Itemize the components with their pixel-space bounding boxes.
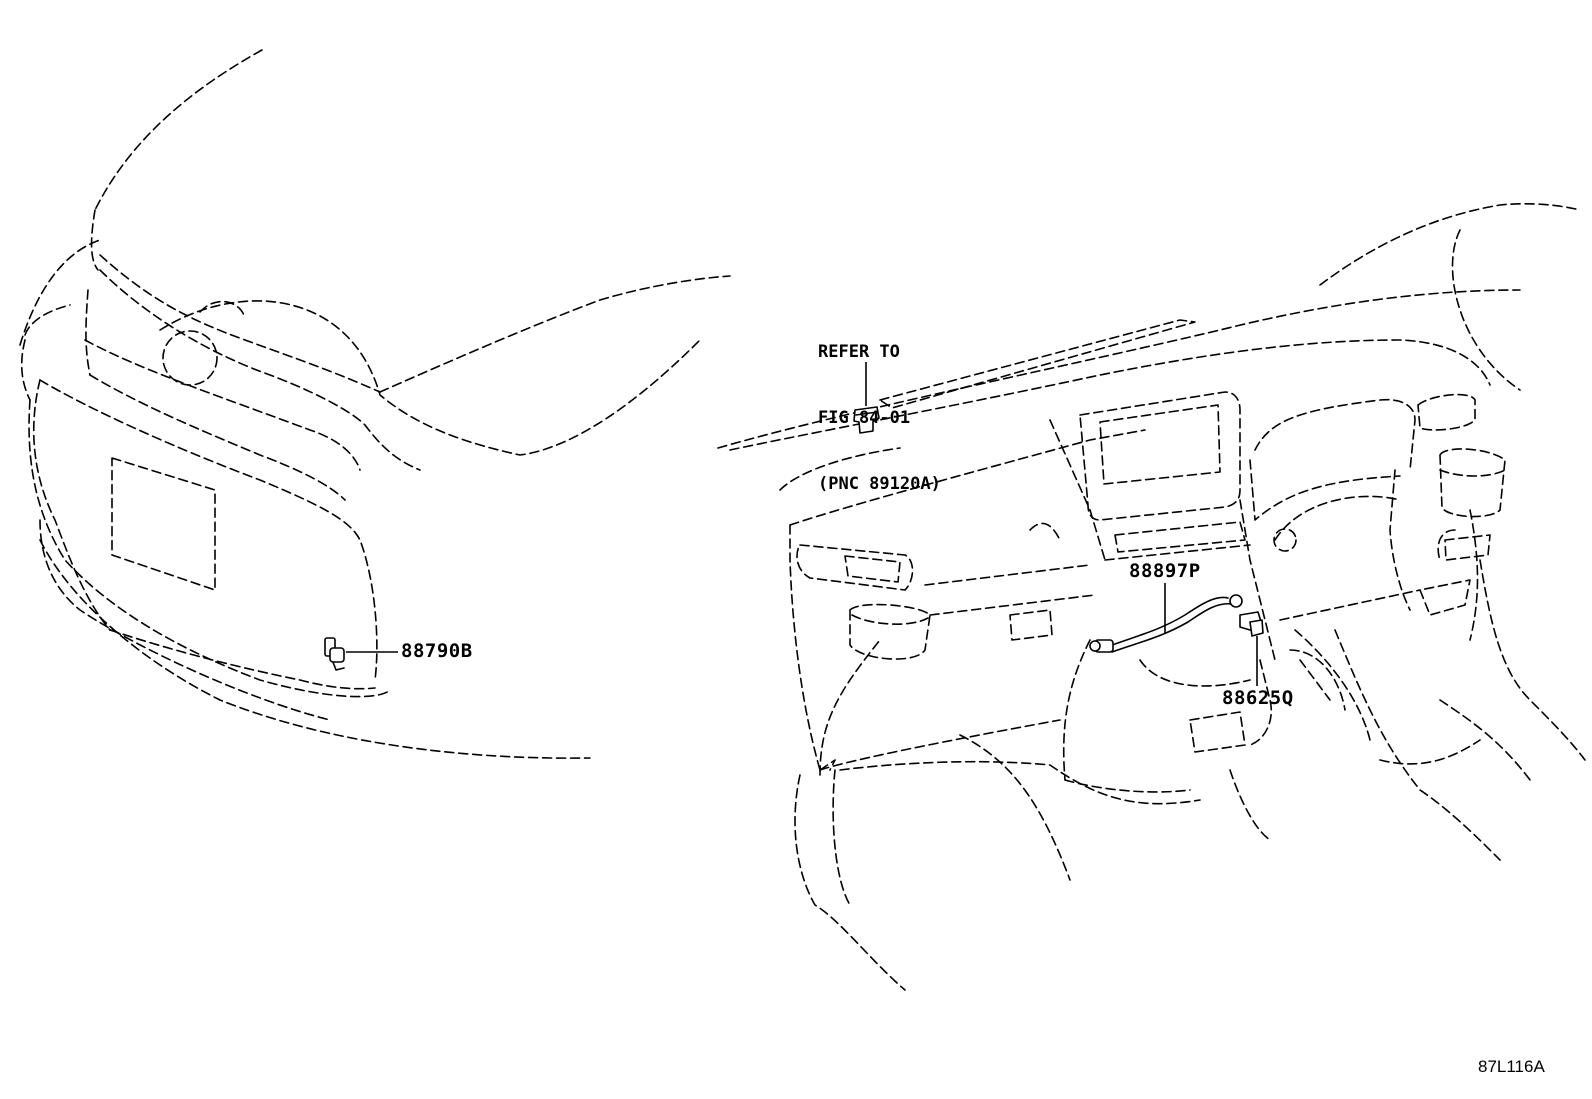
reference-note-line-2: FIG 84-01: [818, 408, 911, 428]
vehicle-front-outline: [19, 49, 731, 759]
reference-note: REFER TO FIG 84-01 (PNC 89120A): [818, 297, 941, 539]
instrument-panel-outline: [717, 203, 1586, 991]
bracket-part: [1239, 611, 1264, 637]
front-sensor-part: [324, 637, 345, 671]
callout-88625Q: 88625Q: [1222, 687, 1294, 709]
reference-note-line-3: (PNC 89120A): [818, 474, 941, 494]
cable-part: [1089, 594, 1243, 653]
reference-note-line-1: REFER TO: [818, 342, 900, 362]
clip-part: [853, 406, 880, 434]
callout-88790B: 88790B: [401, 640, 473, 662]
callout-88897P: 88897P: [1129, 560, 1201, 582]
figure-id: 87L116A: [1478, 1057, 1545, 1076]
